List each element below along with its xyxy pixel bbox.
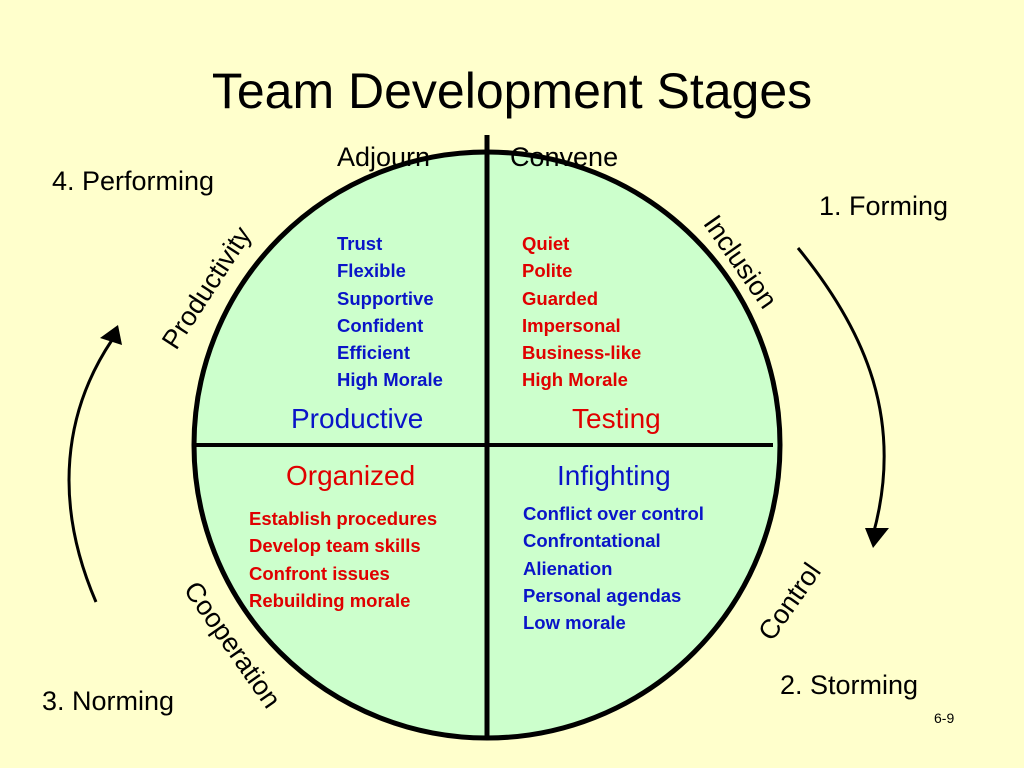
infighting-traits: Conflict over control Confrontational Al… [523, 500, 704, 636]
adjourn-label: Adjourn [337, 142, 431, 172]
list-item: Low morale [523, 612, 626, 634]
list-item: Alienation [523, 557, 613, 579]
convene-label: Convene [510, 142, 619, 172]
list-item: Guarded [522, 287, 599, 309]
list-item: Polite [522, 260, 573, 282]
list-item: Establish procedures [249, 508, 438, 529]
page-title: Team Development Stages [211, 63, 813, 119]
norming-arrowhead [100, 325, 122, 345]
list-item: Conflict over control [523, 503, 704, 524]
list-item: Quiet [522, 233, 570, 254]
norming-to-performing-arrow [67, 339, 114, 603]
list-item: Rebuilding morale [249, 589, 411, 611]
organized-title: Organized [286, 460, 416, 491]
testing-traits: Quiet Polite Guarded Impersonal Business… [522, 230, 641, 394]
list-item: High Morale [522, 369, 628, 391]
slide-number: 6-9 [934, 710, 955, 726]
list-item: Business-like [522, 342, 642, 364]
forming-to-storming-arrow [796, 247, 886, 536]
list-item: High Morale [337, 369, 443, 391]
productive-traits: Trust Flexible Supportive Confident Effi… [337, 230, 443, 394]
list-item: Confrontational [523, 530, 661, 552]
stage-forming: 1. Forming [819, 191, 949, 221]
list-item: Impersonal [522, 314, 621, 336]
testing-title: Testing [572, 403, 661, 434]
stage-norming: 3. Norming [42, 686, 175, 716]
stage-performing: 4. Performing [52, 166, 215, 196]
stage-storming: 2. Storming [780, 670, 919, 700]
list-item: Develop team skills [249, 535, 421, 557]
list-item: Efficient [337, 342, 410, 364]
infighting-title: Infighting [557, 460, 671, 491]
list-item: Trust [337, 233, 383, 254]
list-item: Confident [337, 314, 424, 336]
list-item: Personal agendas [523, 584, 682, 606]
list-item: Flexible [337, 260, 406, 282]
list-item: Confront issues [249, 562, 390, 584]
forming-arrowhead [865, 528, 889, 548]
list-item: Supportive [337, 287, 434, 309]
productive-title: Productive [291, 403, 424, 434]
organized-traits: Establish procedures Develop team skills… [249, 505, 437, 614]
